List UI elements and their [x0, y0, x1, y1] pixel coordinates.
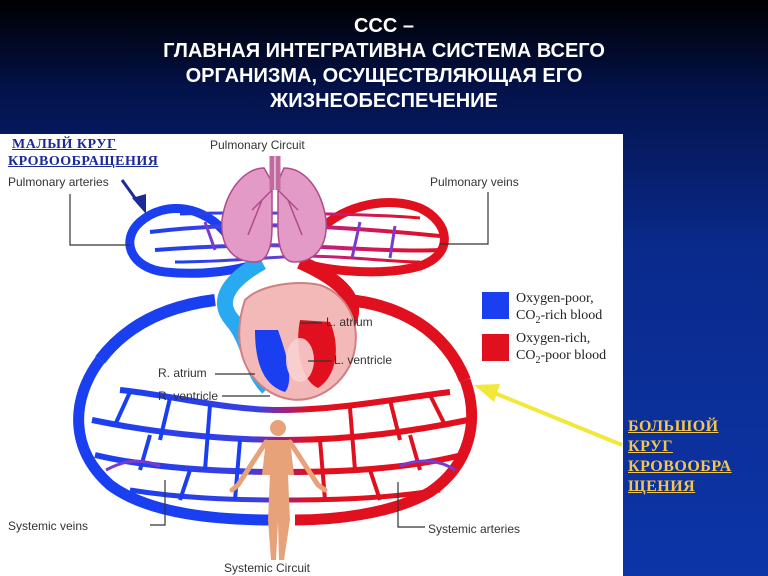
- right-ventricle-chamber: [255, 330, 290, 392]
- label-r-ventricle: R. ventricle: [158, 389, 219, 403]
- slide-title: ССС – ГЛАВНАЯ ИНТЕГРАТИВНА СИСТЕМА ВСЕГО…: [0, 14, 768, 114]
- label-pulmonary-circuit: Pulmonary Circuit: [210, 138, 305, 152]
- title-line-1: ССС –: [353, 15, 414, 37]
- label-l-atrium: L. atrium: [326, 315, 373, 329]
- legend-poor-line1: Oxygen-poor,: [516, 291, 594, 306]
- circulation-diagram: Pulmonary Circuit Pulmonary arteries Pul…: [0, 134, 623, 576]
- label-pulmonary-arteries: Pulmonary arteries: [8, 175, 109, 189]
- leader-lines: [69, 192, 489, 528]
- label-systemic-veins: Systemic veins: [8, 519, 89, 533]
- big-circle-line3: КРОВООБРА: [628, 458, 732, 475]
- legend-entry-oxygen-rich: Oxygen-rich, CO2-poor blood: [516, 330, 606, 369]
- label-systemic-arteries: Systemic arteries: [428, 522, 521, 536]
- legend-rich-line1: Oxygen-rich,: [516, 331, 591, 346]
- title-line-4: ЖИЗНЕОБЕСПЕЧЕНИЕ: [270, 90, 498, 112]
- human-figure: [229, 420, 328, 560]
- title-line-2: ГЛАВНАЯ ИНТЕГРАТИВНА СИСТЕМА ВСЕГО: [163, 40, 605, 62]
- systemic-capillary-bed: [73, 356, 477, 526]
- lungs: [221, 156, 327, 263]
- legend-swatch-oxygen-rich: [482, 334, 509, 361]
- small-circle-label: МАЛЫЙ КРУГ КРОВООБРАЩЕНИЯ: [8, 136, 158, 170]
- big-circle-arrow: [474, 384, 623, 447]
- legend-entry-oxygen-poor: Oxygen-poor, CO2-rich blood: [516, 290, 602, 329]
- big-circle-label: БОЛЬШОЙ КРУГ КРОВООБРА ЩЕНИЯ: [628, 417, 732, 497]
- small-circle-arrow: [120, 179, 146, 214]
- heart: [238, 282, 357, 401]
- big-circle-line4: ЩЕНИЯ: [628, 478, 696, 495]
- label-l-ventricle: L. ventricle: [334, 353, 393, 367]
- title-line-3: ОРГАНИЗМА, ОСУЩЕСТВЛЯЮЩАЯ ЕГО: [185, 65, 583, 87]
- legend-swatch-oxygen-poor: [482, 292, 509, 319]
- small-circle-line1: МАЛЫЙ КРУГ: [12, 137, 117, 152]
- legend-poor-line2: CO2-rich blood: [516, 308, 603, 326]
- legend-rich-line2: CO2-poor blood: [516, 348, 607, 366]
- label-pulmonary-veins: Pulmonary veins: [430, 175, 519, 189]
- big-circle-line2: КРУГ: [628, 438, 673, 455]
- label-systemic-circuit: Systemic Circuit: [224, 561, 311, 575]
- circulation-drawing: [69, 156, 623, 560]
- small-circle-line2: КРОВООБРАЩЕНИЯ: [8, 154, 159, 169]
- big-circle-line1: БОЛЬШОЙ: [628, 418, 719, 435]
- label-r-atrium: R. atrium: [158, 366, 207, 380]
